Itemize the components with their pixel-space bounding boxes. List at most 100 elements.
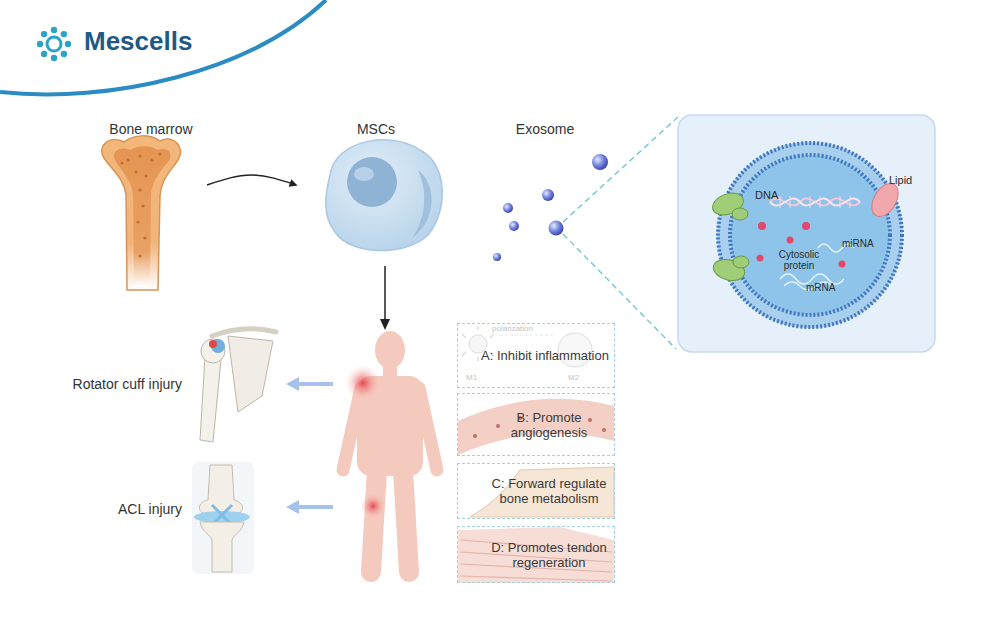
bone-illustration (126, 158, 129, 161)
part-name: miRNA (842, 238, 874, 249)
knee-illustration (199, 465, 242, 514)
vessel-background (602, 428, 606, 432)
exosome-structure (839, 261, 846, 268)
human-body (419, 388, 437, 470)
exosome-structure (733, 256, 749, 268)
exosome-structure (770, 199, 860, 206)
human-body (345, 365, 381, 401)
tendon-background (458, 527, 614, 583)
exosome-panel (678, 115, 935, 352)
bone-illustration (136, 220, 139, 223)
bone-tissue-background (470, 467, 614, 517)
logo-icon (65, 41, 71, 47)
logo-icon (37, 41, 43, 47)
knee-illustration (200, 522, 244, 572)
vessel-background (458, 399, 614, 455)
logo-icon (37, 27, 71, 61)
exosome-figure: Exosome (485, 115, 605, 265)
exosome-particles (493, 253, 501, 261)
exosome-structure (757, 255, 764, 262)
logo-icon (61, 31, 67, 37)
exosome-structure (770, 199, 860, 206)
bone-illustration (102, 136, 181, 290)
shoulder-illustration (209, 340, 217, 348)
bone-tissue-background (470, 467, 614, 517)
msc-cell (354, 167, 374, 181)
vessel-background (588, 418, 592, 422)
human-body (375, 331, 405, 369)
zoom-lines (563, 117, 678, 222)
exosome-particles (592, 154, 608, 170)
effect-box: B: Promote angiogenesis (457, 393, 615, 456)
logo-icon (61, 51, 67, 57)
figure-heading: MSCs (296, 121, 456, 137)
effect-text: A: Inhibit inflammation (481, 348, 609, 363)
exosome-structure (710, 142, 904, 328)
exosome-structure (717, 142, 903, 328)
bone-illustration (138, 254, 141, 257)
exosome-particles (493, 154, 608, 261)
injury-arrows (297, 382, 333, 386)
msc-cell (326, 140, 443, 251)
exosome-particles (503, 203, 513, 213)
vessel-background (458, 399, 614, 455)
macrophage-background (500, 335, 555, 336)
msc-cell (326, 140, 443, 251)
logo-icon (51, 55, 57, 61)
effect-text: B: Promote angiogenesis (488, 410, 610, 440)
exosome-structure (758, 222, 766, 230)
injury-arrows (286, 377, 299, 391)
part-name: mRNA (806, 282, 835, 293)
shoulder-illustration (228, 336, 273, 412)
effect-box: A: Inhibit inflammation (457, 323, 615, 388)
bone-illustration (144, 174, 147, 177)
exosome-particles (549, 221, 564, 236)
zoom-lines (563, 234, 676, 349)
exosome-structure (732, 208, 748, 220)
shoulder-illustration (201, 339, 225, 363)
zoom-lines (563, 117, 678, 349)
human-body (371, 470, 377, 572)
effect-box: C: Forward regulate bone metabolism (457, 463, 615, 519)
human-body (360, 493, 386, 519)
part-name: DNA (755, 189, 778, 201)
exosome-panel (678, 115, 935, 352)
bone-illustration (102, 136, 181, 290)
human-body (343, 331, 437, 572)
bone-illustration (150, 158, 153, 161)
figure-heading: Rotator cuff injury (40, 376, 182, 392)
down-arrow (380, 266, 390, 330)
shoulder-illustration (200, 356, 221, 442)
bone-illustration (138, 188, 141, 191)
logo-icon (41, 51, 47, 57)
exosome-structure (730, 155, 890, 315)
flow-arrow (207, 175, 296, 185)
exosome-structure (718, 143, 902, 327)
effect-box: D: Promotes tendon regeneration (457, 526, 615, 583)
bone-illustration (134, 170, 137, 173)
cell-figure: MSCs (296, 115, 456, 260)
human-body (403, 470, 409, 572)
msc-cell (412, 170, 432, 238)
exosome-structure (730, 155, 890, 315)
logo-icon (41, 31, 47, 37)
bone-illustration (114, 146, 171, 287)
part-name: Cytosolic protein (770, 249, 828, 271)
injury-arrows (286, 500, 299, 514)
tendon-background (458, 527, 614, 583)
bone-illustration (158, 152, 161, 155)
shoulder-illustration (200, 329, 276, 442)
effect-text: C: Forward regulate bone metabolism (488, 476, 610, 506)
exosome-structure (787, 237, 794, 244)
logo-icon (47, 37, 61, 51)
down-arrow (384, 266, 386, 321)
bone-figure: Bone marrow (95, 115, 207, 290)
logo-icon (51, 27, 57, 33)
exosome-structure (780, 196, 850, 208)
vessel-background (496, 424, 500, 428)
logo-arc (0, 0, 326, 94)
down-arrow (380, 319, 390, 330)
